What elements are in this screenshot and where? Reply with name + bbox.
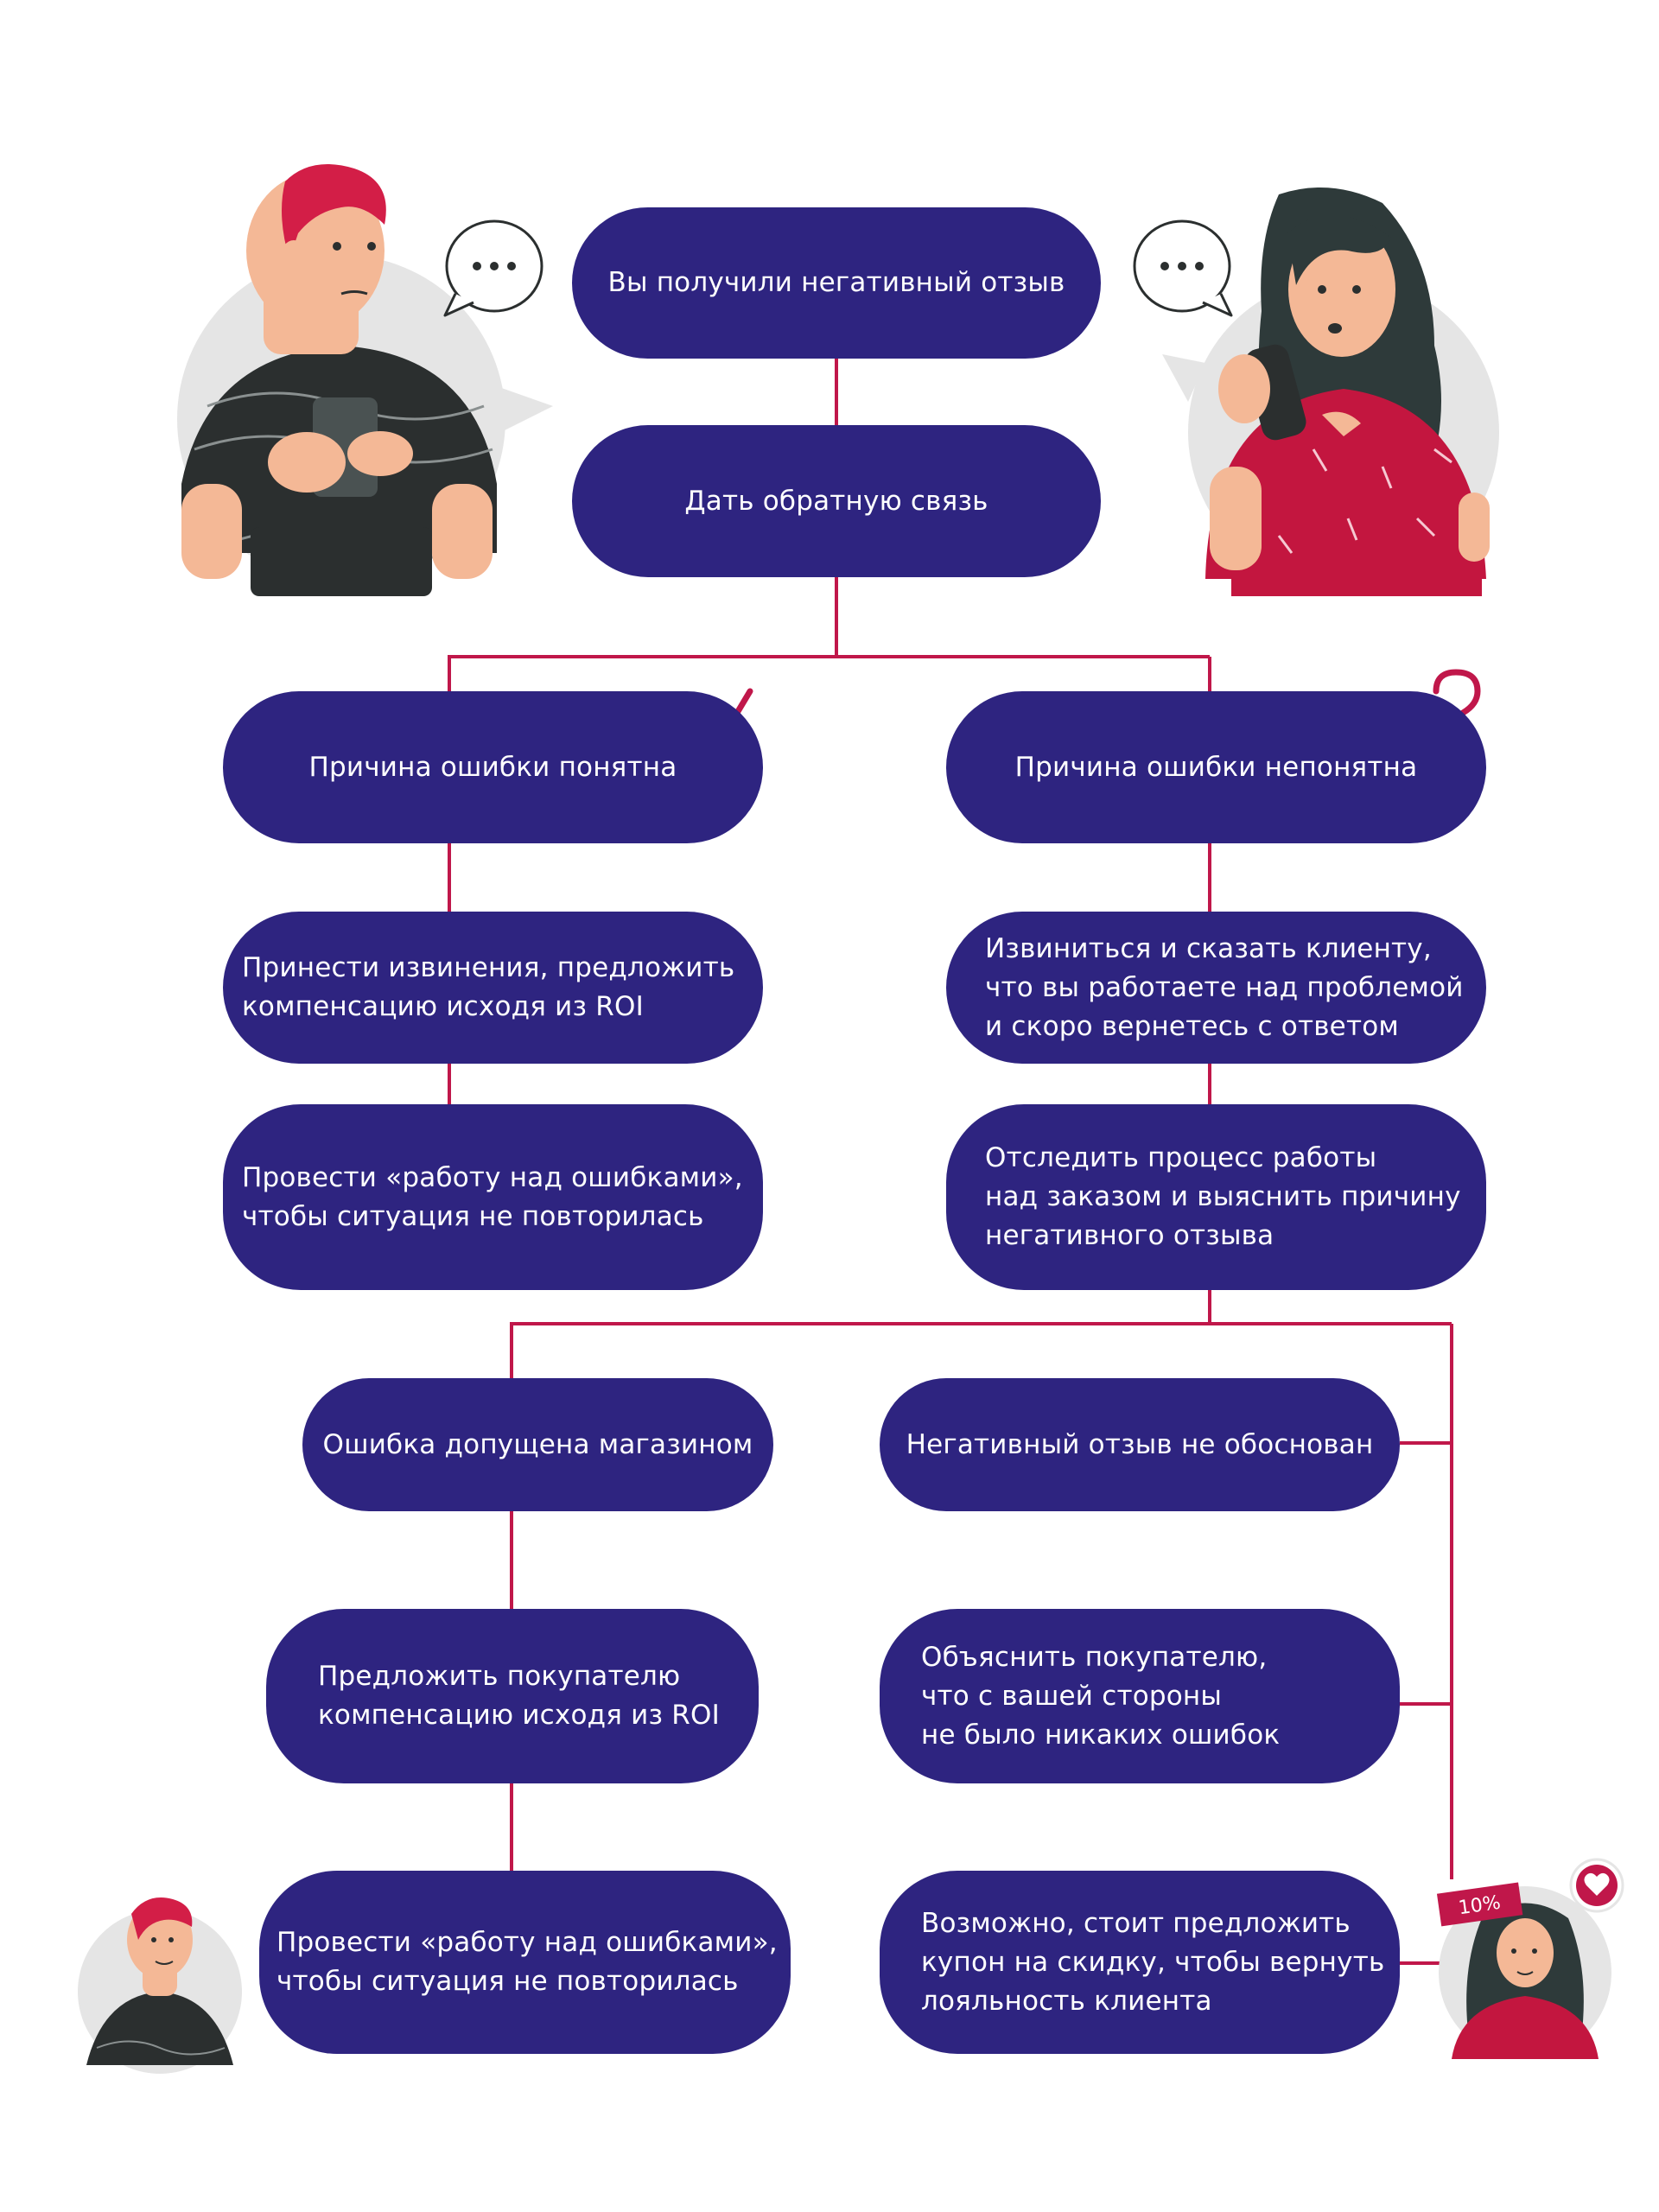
speech-bubble-icon-left: [443, 219, 543, 317]
node-apologize-compensate: Принести извинения, предложить компенсац…: [223, 912, 763, 1064]
node-fix-errors-1-text: Провести «работу над ошибками», чтобы си…: [242, 1161, 743, 1232]
node-apologize-working-text: Извиниться и сказать клиенту, что вы раб…: [985, 932, 1464, 1042]
node-explain-no-error: Объяснить покупателю, что с вашей сторон…: [880, 1609, 1400, 1783]
node-offer-coupon: Возможно, стоит предложить купон на скид…: [880, 1871, 1400, 2054]
small-man-avatar: [78, 1897, 242, 2074]
node-cause-clear: Причина ошибки понятна: [223, 691, 763, 843]
node-offer-compensation-text: Предложить покупателю компенсацию исходя…: [318, 1661, 720, 1731]
node-cause-clear-text: Причина ошибки понятна: [308, 751, 677, 783]
node-apologize-working: Извиниться и сказать клиенту, что вы раб…: [946, 912, 1486, 1064]
node-feedback: Дать обратную связь: [572, 425, 1101, 577]
node-track-process-text: Отследить процесс работы над заказом и в…: [985, 1142, 1461, 1251]
node-cause-unclear-text: Причина ошибки непонятна: [1014, 751, 1418, 783]
node-offer-coupon-text: Возможно, стоит предложить купон на скид…: [921, 1907, 1385, 2017]
node-store-error-text: Ошибка допущена магазином: [322, 1428, 753, 1460]
woman-illustration: [1162, 188, 1499, 596]
node-unjustified: Негативный отзыв не обоснован: [880, 1378, 1400, 1511]
small-woman-avatar: [1439, 1886, 1611, 2059]
speech-bubble-icon-right: [1133, 219, 1233, 317]
node-feedback-text: Дать обратную связь: [684, 485, 988, 517]
node-unjustified-text: Негативный отзыв не обоснован: [906, 1428, 1374, 1460]
node-store-error: Ошибка допущена магазином: [302, 1378, 773, 1511]
node-fix-errors-1: Провести «работу над ошибками», чтобы си…: [223, 1104, 763, 1290]
node-start: Вы получили негативный отзыв: [572, 207, 1101, 359]
node-start-text: Вы получили негативный отзыв: [607, 267, 1065, 298]
node-apologize-compensate-text: Принести извинения, предложить компенсац…: [242, 952, 735, 1022]
node-offer-compensation: Предложить покупателю компенсацию исходя…: [266, 1609, 759, 1783]
node-fix-errors-2-text: Провести «работу над ошибками», чтобы си…: [276, 1927, 778, 1997]
node-fix-errors-2: Провести «работу над ошибками», чтобы си…: [259, 1871, 791, 2054]
man-illustration: [177, 164, 553, 596]
node-cause-unclear: Причина ошибки непонятна: [946, 691, 1486, 843]
node-explain-no-error-text: Объяснить покупателю, что с вашей сторон…: [921, 1641, 1281, 1751]
node-track-process: Отследить процесс работы над заказом и в…: [946, 1104, 1486, 1290]
